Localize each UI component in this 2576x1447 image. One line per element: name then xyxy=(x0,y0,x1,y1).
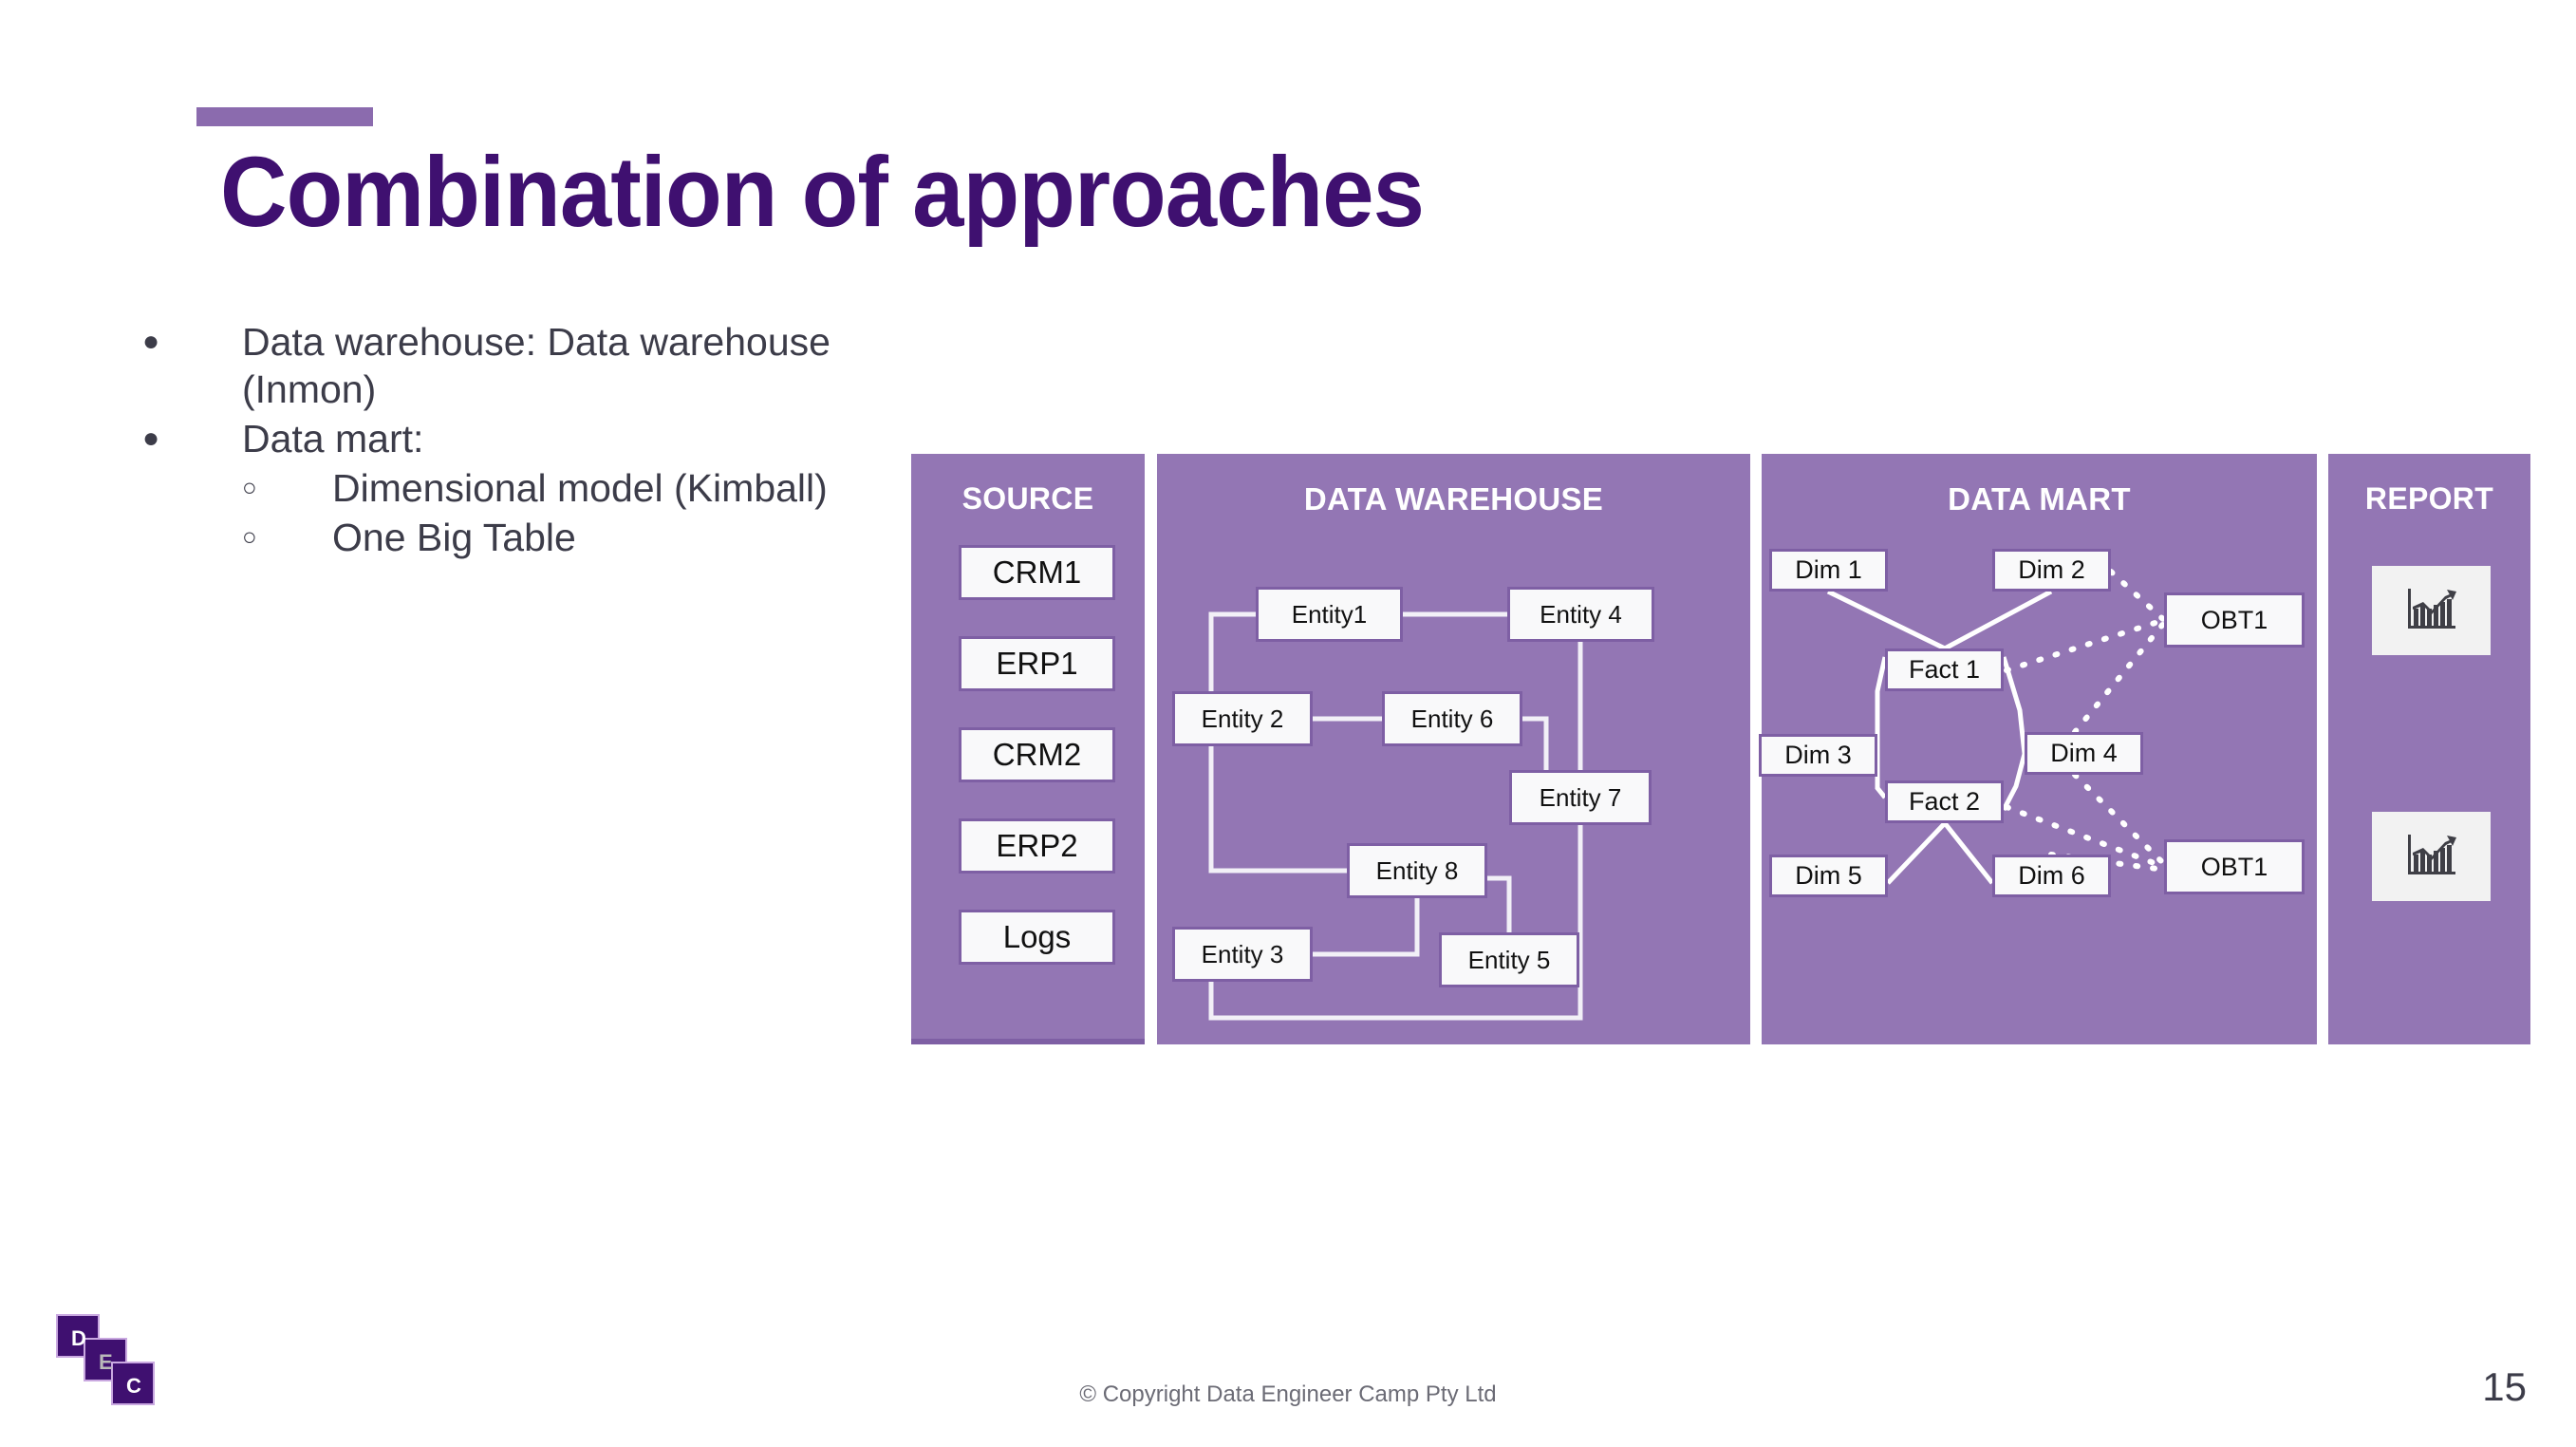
panel-title-source: SOURCE xyxy=(961,481,1094,516)
data-warehouse-connectors xyxy=(1208,611,1583,1021)
panel-data-warehouse: DATA WAREHOUSE xyxy=(1157,454,1750,1044)
bullet-marker: ● xyxy=(142,423,160,455)
dwh-node-entity8[interactable]: Entity 8 xyxy=(1347,843,1487,898)
source-node-crm2[interactable]: CRM2 xyxy=(959,727,1115,782)
logo-letter-e: E xyxy=(99,1350,113,1374)
dm-node-obt1-top[interactable]: OBT1 xyxy=(2164,592,2305,648)
list-item: ● Data mart: xyxy=(123,415,873,462)
source-node-logs[interactable]: Logs xyxy=(959,910,1115,965)
dwh-node-entity3[interactable]: Entity 3 xyxy=(1172,927,1313,982)
panel-report: REPORT xyxy=(2328,454,2530,1044)
bullet-text: Dimensional model (Kimball) xyxy=(332,466,828,511)
page-number: 15 xyxy=(2482,1364,2527,1409)
dm-node-dim5[interactable]: Dim 5 xyxy=(1769,855,1888,897)
title-accent-bar xyxy=(196,107,373,126)
dm-node-dim2[interactable]: Dim 2 xyxy=(1992,549,2111,592)
bullet-text: Data mart: xyxy=(242,417,424,461)
report-card-2[interactable] xyxy=(2372,812,2491,901)
dwh-node-entity1[interactable]: Entity1 xyxy=(1256,587,1403,642)
bullet-text: One Big Table xyxy=(332,516,576,560)
logo-letter-d: D xyxy=(71,1326,86,1350)
panel-title-report: REPORT xyxy=(2364,481,2494,516)
copyright-text: © Copyright Data Engineer Camp Pty Ltd xyxy=(1079,1381,1497,1407)
dwh-node-entity4[interactable]: Entity 4 xyxy=(1507,587,1654,642)
dm-node-fact1[interactable]: Fact 1 xyxy=(1885,648,2004,691)
architecture-diagram: SOURCE CRM1 ERP1 CRM2 ERP2 Logs DATA WAR… xyxy=(911,454,2530,1044)
bullet-marker: ○ xyxy=(242,473,257,502)
dm-node-dim3[interactable]: Dim 3 xyxy=(1759,734,1877,777)
logo-letter-c: C xyxy=(126,1374,141,1398)
dm-node-dim1[interactable]: Dim 1 xyxy=(1769,549,1888,592)
dec-logo: D E C xyxy=(55,1313,159,1408)
panel-data-mart: DATA MART xyxy=(1759,454,2317,1044)
panel-title-data-mart: DATA MART xyxy=(1948,481,2131,517)
source-node-crm1[interactable]: CRM1 xyxy=(959,545,1115,600)
list-item: ● Data warehouse: Data warehouse (Inmon) xyxy=(123,318,873,413)
dm-node-fact2[interactable]: Fact 2 xyxy=(1885,780,2004,823)
list-item: ○ Dimensional model (Kimball) xyxy=(123,464,873,512)
source-node-erp2[interactable]: ERP2 xyxy=(959,818,1115,874)
dwh-node-entity6[interactable]: Entity 6 xyxy=(1382,691,1522,746)
list-item: ○ One Big Table xyxy=(123,514,873,561)
dwh-node-entity2[interactable]: Entity 2 xyxy=(1172,691,1313,746)
bullet-list: ● Data warehouse: Data warehouse (Inmon)… xyxy=(123,318,873,563)
page-title: Combination of approaches xyxy=(220,137,1425,248)
report-card-1[interactable] xyxy=(2372,566,2491,655)
bullet-marker: ● xyxy=(142,326,160,357)
bar-chart-trend-icon xyxy=(2402,829,2461,885)
dm-node-obt1-bottom[interactable]: OBT1 xyxy=(2164,839,2305,894)
dm-node-dim4[interactable]: Dim 4 xyxy=(2025,732,2143,775)
dm-node-dim6[interactable]: Dim 6 xyxy=(1992,855,2111,897)
panel-source: SOURCE CRM1 ERP1 CRM2 ERP2 Logs xyxy=(911,454,1145,1044)
dwh-node-entity7[interactable]: Entity 7 xyxy=(1509,770,1652,825)
source-node-erp1[interactable]: ERP1 xyxy=(959,636,1115,691)
panel-title-data-warehouse: DATA WAREHOUSE xyxy=(1303,481,1604,517)
dwh-node-entity5[interactable]: Entity 5 xyxy=(1439,932,1579,987)
bullet-text: Data warehouse: Data warehouse (Inmon) xyxy=(242,320,831,412)
bar-chart-trend-icon xyxy=(2402,583,2461,639)
bullet-marker: ○ xyxy=(242,522,257,552)
